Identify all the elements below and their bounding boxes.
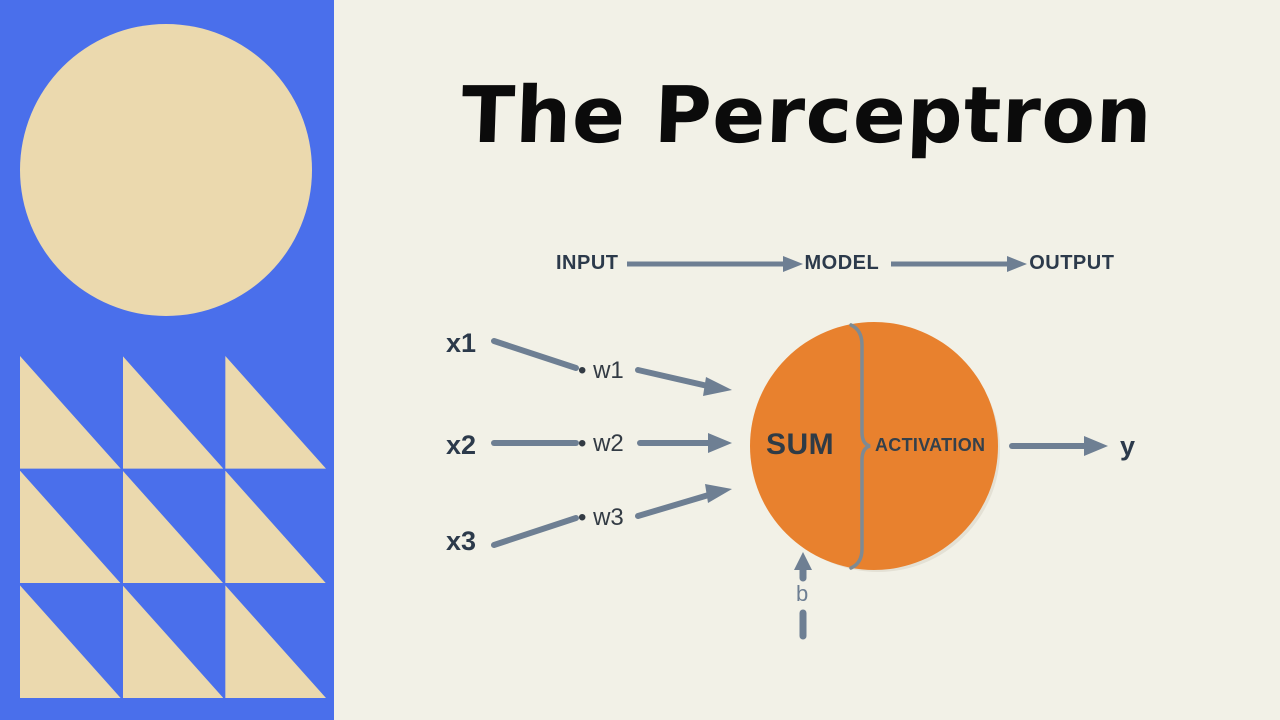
flow-label-model: MODEL [804,252,880,274]
neuron-split-brace [849,323,871,570]
neuron-sum-label: SUM [766,428,835,461]
triangle-cell [225,356,326,469]
decorative-circle [20,24,312,316]
input-label-x1: x1 [446,328,477,358]
edge-w3-to-neuron [635,484,732,519]
decorative-triangle-grid [20,356,326,698]
neuron-activation-label: ACTIVATION [875,435,986,455]
pipeline-flow-row: INPUT MODEL OUTPUT [556,252,1114,275]
edge-x1-to-w1 [491,338,579,371]
decorative-side-panel [0,0,334,720]
triangle-cell [20,585,121,698]
flow-label-output: OUTPUT [1029,252,1115,274]
input-label-x2: x2 [446,430,477,460]
edge-w1-to-neuron [635,367,732,396]
edge-neuron-to-output [1009,436,1108,456]
triangle-cell [225,585,326,698]
bias-label: b [796,581,809,606]
input-label-x3: x3 [446,526,477,556]
triangle-cell [225,470,326,584]
slide-title: The Perceptron [459,71,1155,161]
flow-label-input: INPUT [556,252,619,274]
weight-label-w1: • w1 [578,357,624,384]
weight-label-w2: • w2 [578,430,624,457]
triangle-cell [122,470,224,584]
triangle-cell [20,356,121,469]
weight-label-w3: • w3 [578,504,624,531]
edge-x3-to-w3 [491,515,579,548]
triangle-cell [122,356,224,469]
triangle-cell [20,470,121,584]
triangle-cell [122,585,224,698]
flow-arrow-model-to-output [891,255,1028,272]
flow-arrow-input-to-model [626,255,803,272]
edge-w2-to-neuron [637,433,732,453]
output-label-y: y [1120,431,1136,461]
